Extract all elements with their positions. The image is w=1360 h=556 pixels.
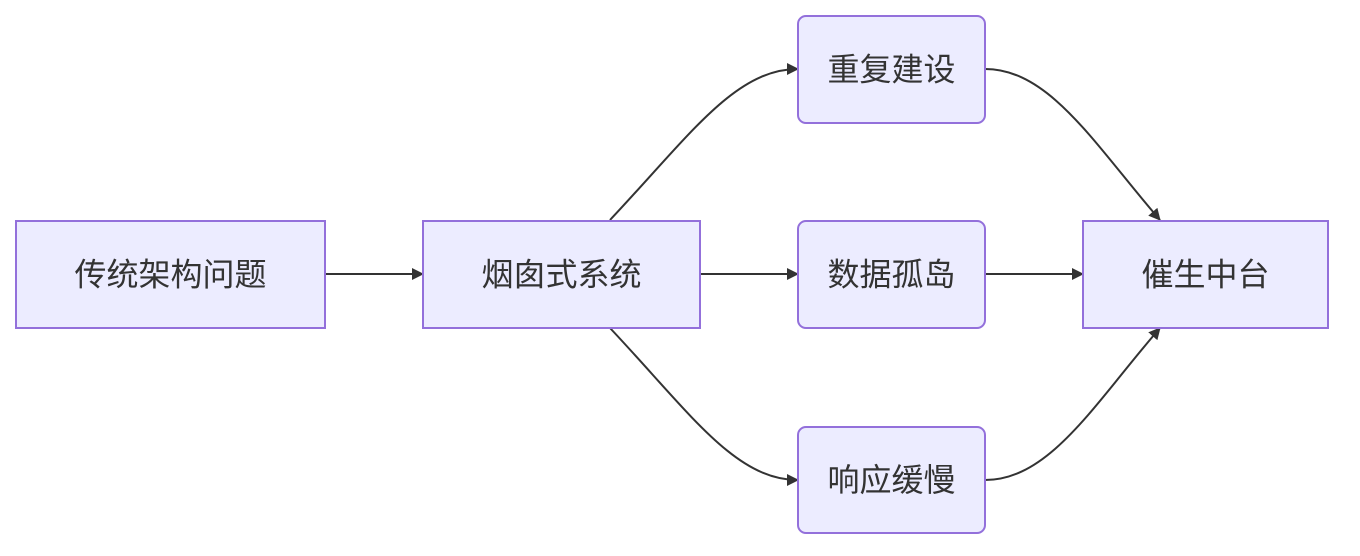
edges bbox=[325, 63, 1161, 486]
node-traditional[interactable]: 传统架构问题 bbox=[15, 220, 326, 329]
node-duplicate-label: 重复建设 bbox=[827, 51, 955, 89]
node-silos-label: 数据孤岛 bbox=[827, 256, 955, 294]
node-silos[interactable]: 数据孤岛 bbox=[797, 220, 986, 329]
node-duplicate[interactable]: 重复建设 bbox=[797, 15, 986, 124]
node-traditional-label: 传统架构问题 bbox=[74, 256, 266, 294]
node-platform-label: 催生中台 bbox=[1141, 256, 1269, 294]
edge-chimney-to-duplicate bbox=[609, 63, 799, 221]
edge-slow-to-platform bbox=[984, 327, 1161, 481]
node-chimney-box bbox=[422, 220, 701, 329]
node-slow-box bbox=[797, 426, 986, 534]
node-duplicate-box bbox=[797, 15, 986, 124]
node-chimney[interactable]: 烟囱式系统 bbox=[422, 220, 701, 329]
node-platform[interactable]: 催生中台 bbox=[1082, 220, 1329, 329]
node-traditional-box bbox=[15, 220, 326, 329]
node-chimney-label: 烟囱式系统 bbox=[481, 256, 641, 294]
node-slow-label: 响应缓慢 bbox=[827, 461, 955, 499]
edge-duplicate-to-platform bbox=[984, 68, 1161, 221]
node-silos-box bbox=[797, 220, 986, 329]
node-platform-box bbox=[1082, 220, 1329, 329]
edge-chimney-to-slow bbox=[609, 327, 799, 486]
node-slow[interactable]: 响应缓慢 bbox=[797, 426, 986, 534]
